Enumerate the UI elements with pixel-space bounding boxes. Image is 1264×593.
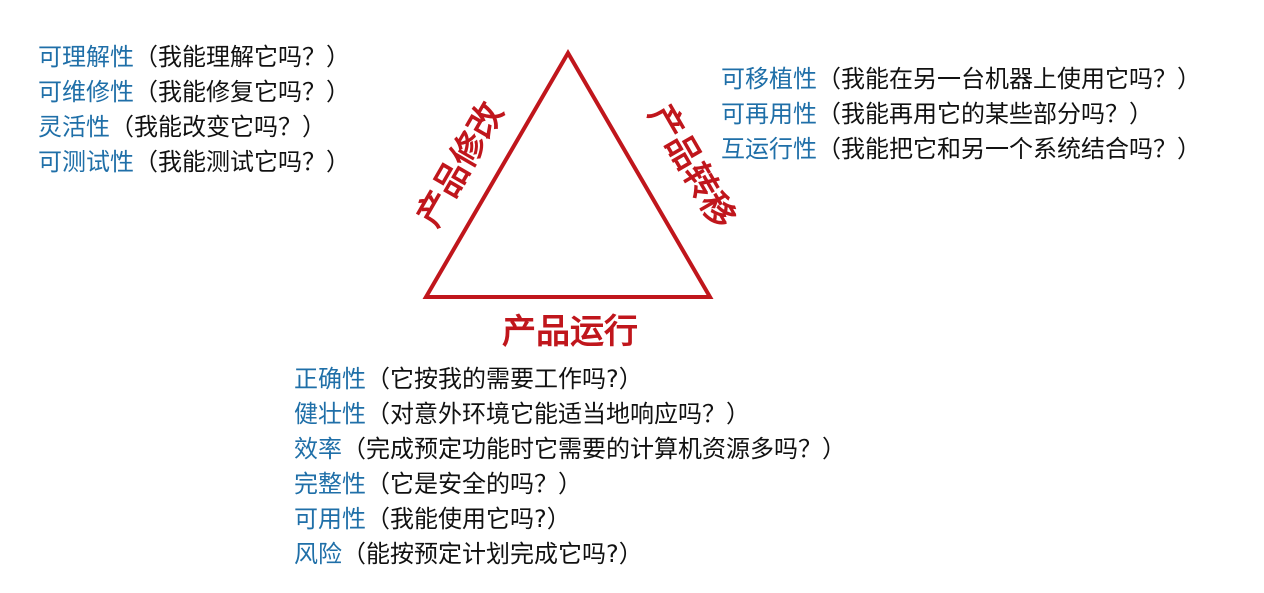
factor-question: （我能使用它吗?） xyxy=(366,505,571,533)
factor-question: （它是安全的吗？） xyxy=(366,470,582,498)
factor-term: 可再用性 xyxy=(721,100,817,128)
transition-factors: 可移植性（我能在另一台机器上使用它吗？） 可再用性（我能再用它的某些部分吗？） … xyxy=(721,62,1201,167)
triangle-shape xyxy=(422,49,714,299)
factor-row: 可测试性（我能测试它吗？） xyxy=(38,145,350,180)
factor-term: 可移植性 xyxy=(721,65,817,93)
factor-term: 效率 xyxy=(294,435,342,463)
factor-term: 可用性 xyxy=(294,505,366,533)
factor-question: （我能改变它吗？） xyxy=(110,113,326,141)
factor-row: 风险（能按预定计划完成它吗?） xyxy=(294,537,846,572)
factor-term: 完整性 xyxy=(294,470,366,498)
factor-term: 可维修性 xyxy=(38,78,134,106)
revision-factors: 可理解性（我能理解它吗？） 可维修性（我能修复它吗？） 灵活性（我能改变它吗？）… xyxy=(38,40,350,180)
factor-row: 可用性（我能使用它吗?） xyxy=(294,502,846,537)
label-product-operation: 产品运行 xyxy=(502,312,638,352)
factor-term: 风险 xyxy=(294,540,342,568)
factor-term: 正确性 xyxy=(294,365,366,393)
factor-term: 互运行性 xyxy=(721,135,817,163)
factor-question: （我能把它和另一个系统结合吗？） xyxy=(817,135,1201,163)
factor-row: 可维修性（我能修复它吗？） xyxy=(38,75,350,110)
factor-question: （完成预定功能时它需要的计算机资源多吗？） xyxy=(342,435,846,463)
factor-term: 可测试性 xyxy=(38,148,134,176)
factor-question: （能按预定计划完成它吗?） xyxy=(342,540,643,568)
factor-row: 可移植性（我能在另一台机器上使用它吗？） xyxy=(721,62,1201,97)
factor-term: 灵活性 xyxy=(38,113,110,141)
factor-term: 健壮性 xyxy=(294,400,366,428)
factor-question: （我能在另一台机器上使用它吗？） xyxy=(817,65,1201,93)
factor-row: 正确性（它按我的需要工作吗?） xyxy=(294,362,846,397)
factor-term: 可理解性 xyxy=(38,43,134,71)
factor-question: （我能理解它吗？） xyxy=(134,43,350,71)
factor-row: 可再用性（我能再用它的某些部分吗？） xyxy=(721,97,1201,132)
factor-question: （我能再用它的某些部分吗？） xyxy=(817,100,1153,128)
factor-question: （我能修复它吗？） xyxy=(134,78,350,106)
factor-row: 可理解性（我能理解它吗？） xyxy=(38,40,350,75)
factor-row: 健壮性（对意外环境它能适当地响应吗？） xyxy=(294,397,846,432)
factor-question: （对意外环境它能适当地响应吗？） xyxy=(366,400,750,428)
factor-row: 效率（完成预定功能时它需要的计算机资源多吗？） xyxy=(294,432,846,467)
factor-row: 互运行性（我能把它和另一个系统结合吗？） xyxy=(721,132,1201,167)
label-product-revision: 产品修改 xyxy=(409,96,512,234)
factor-question: （我能测试它吗？） xyxy=(134,148,350,176)
factor-row: 完整性（它是安全的吗？） xyxy=(294,467,846,502)
factor-row: 灵活性（我能改变它吗？） xyxy=(38,110,350,145)
operation-factors: 正确性（它按我的需要工作吗?） 健壮性（对意外环境它能适当地响应吗？） 效率（完… xyxy=(294,362,846,572)
factor-question: （它按我的需要工作吗?） xyxy=(366,365,643,393)
